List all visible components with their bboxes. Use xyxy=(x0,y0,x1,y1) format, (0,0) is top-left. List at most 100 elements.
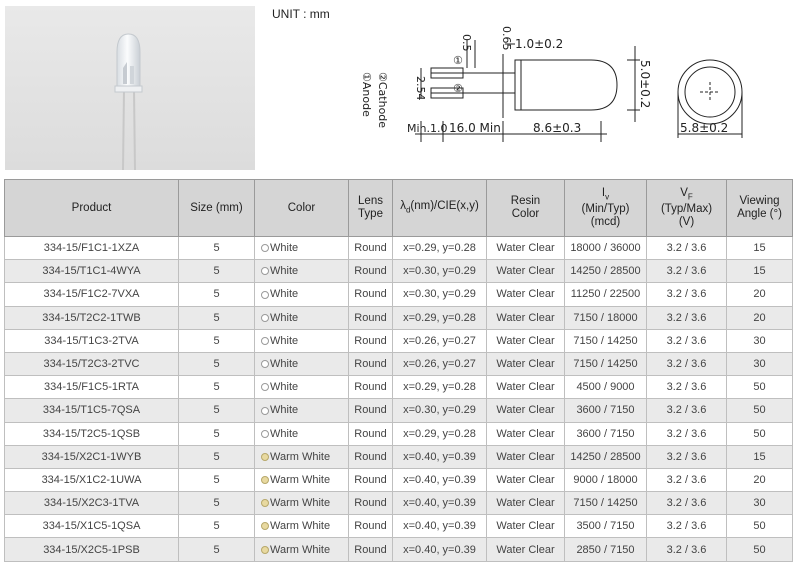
cell-forward-voltage: 3.2 / 3.6 xyxy=(646,444,727,469)
cell-cie: x=0.26, y=0.27 xyxy=(392,328,487,353)
white-swatch-icon xyxy=(261,313,269,322)
cell-product: 334-15/X1C5-1QSA xyxy=(4,514,179,539)
cell-color: White xyxy=(254,421,349,446)
cell-forward-voltage: 3.2 / 3.6 xyxy=(646,235,727,261)
cell-viewing-angle: 30 xyxy=(726,491,793,516)
cell-size: 5 xyxy=(178,421,255,446)
cell-luminous-intensity: 7150 / 14250 xyxy=(564,351,647,377)
unit-label: UNIT : mm xyxy=(272,7,330,21)
cell-resin-color: Water Clear xyxy=(486,235,565,261)
header-wavelength-cie: λd(nm)/CIE(x,y) xyxy=(392,179,487,237)
cell-size: 5 xyxy=(178,491,255,516)
cell-color: Warm White xyxy=(254,514,349,539)
white-swatch-icon xyxy=(261,267,269,276)
cell-size: 5 xyxy=(178,282,255,307)
dim-lead-length: 16.0 Min xyxy=(449,121,501,135)
color-label: White xyxy=(270,288,299,301)
cell-forward-voltage: 3.2 / 3.6 xyxy=(646,375,727,400)
cell-forward-voltage: 3.2 / 3.6 xyxy=(646,421,727,446)
cell-size: 5 xyxy=(178,351,255,377)
cell-viewing-angle: 20 xyxy=(726,282,793,307)
cell-forward-voltage: 3.2 / 3.6 xyxy=(646,398,727,423)
cell-product: 334-15/T1C3-2TVA xyxy=(4,328,179,353)
cell-color: White xyxy=(254,351,349,377)
cell-product: 334-15/T2C3-2TVC xyxy=(4,351,179,377)
color-label: Warm White xyxy=(270,497,331,510)
cell-forward-voltage: 3.2 / 3.6 xyxy=(646,259,727,284)
color-label: White xyxy=(270,404,299,417)
cell-lens-type: Round xyxy=(348,444,393,469)
cell-lens-type: Round xyxy=(348,328,393,353)
led-product-photo xyxy=(5,6,255,171)
cell-product: 334-15/F1C2-7VXA xyxy=(4,282,179,307)
cell-viewing-angle: 15 xyxy=(726,235,793,261)
color-label: White xyxy=(270,311,299,324)
cell-cie: x=0.30, y=0.29 xyxy=(392,259,487,284)
cell-lens-type: Round xyxy=(348,491,393,516)
cell-product: 334-15/X1C2-1UWA xyxy=(4,467,179,493)
header-product: Product xyxy=(4,179,179,237)
cell-resin-color: Water Clear xyxy=(486,305,565,330)
cell-luminous-intensity: 2850 / 7150 xyxy=(564,537,647,562)
cell-luminous-intensity: 3500 / 7150 xyxy=(564,514,647,539)
cell-cie: x=0.40, y=0.39 xyxy=(392,537,487,562)
cell-viewing-angle: 50 xyxy=(726,375,793,400)
cell-lens-type: Round xyxy=(348,305,393,330)
cell-luminous-intensity: 14250 / 28500 xyxy=(564,259,647,284)
white-swatch-icon xyxy=(261,336,269,345)
cell-size: 5 xyxy=(178,305,255,330)
cell-color: Warm White xyxy=(254,467,349,493)
cell-cie: x=0.29, y=0.28 xyxy=(392,305,487,330)
cell-color: White xyxy=(254,235,349,261)
cell-luminous-intensity: 3600 / 7150 xyxy=(564,398,647,423)
anode-label: ①Anode xyxy=(360,72,373,117)
cell-forward-voltage: 3.2 / 3.6 xyxy=(646,305,727,330)
cell-forward-voltage: 3.2 / 3.6 xyxy=(646,282,727,307)
cell-lens-type: Round xyxy=(348,375,393,400)
cell-product: 334-15/T1C1-4WYA xyxy=(4,259,179,284)
white-swatch-icon xyxy=(261,406,269,415)
white-swatch-icon xyxy=(261,360,269,369)
cell-luminous-intensity: 9000 / 18000 xyxy=(564,467,647,493)
dim-pin-width: 0.5 xyxy=(460,34,473,52)
cell-lens-type: Round xyxy=(348,398,393,423)
dim-lead-spacing: 1.0±0.2 xyxy=(515,37,563,51)
cathode-label: ②Cathode xyxy=(376,72,389,128)
cell-color: White xyxy=(254,282,349,307)
cell-forward-voltage: 3.2 / 3.6 xyxy=(646,467,727,493)
cell-forward-voltage: 3.2 / 3.6 xyxy=(646,537,727,562)
header-size: Size (mm) xyxy=(178,179,255,237)
cell-color: White xyxy=(254,259,349,284)
cell-viewing-angle: 20 xyxy=(726,305,793,330)
cell-lens-type: Round xyxy=(348,421,393,446)
cell-color: White xyxy=(254,305,349,330)
cell-resin-color: Water Clear xyxy=(486,328,565,353)
cell-cie: x=0.29, y=0.28 xyxy=(392,421,487,446)
cell-forward-voltage: 3.2 / 3.6 xyxy=(646,514,727,539)
cell-viewing-angle: 50 xyxy=(726,537,793,562)
dim-lead-pitch: 2.54 xyxy=(414,76,427,101)
cell-forward-voltage: 3.2 / 3.6 xyxy=(646,351,727,377)
cell-luminous-intensity: 7150 / 18000 xyxy=(564,305,647,330)
dim-body-height: 5.0±0.2 xyxy=(638,60,652,108)
cell-luminous-intensity: 3600 / 7150 xyxy=(564,421,647,446)
cell-viewing-angle: 50 xyxy=(726,421,793,446)
color-label: White xyxy=(270,334,299,347)
cell-cie: x=0.29, y=0.28 xyxy=(392,375,487,400)
cell-luminous-intensity: 4500 / 9000 xyxy=(564,375,647,400)
